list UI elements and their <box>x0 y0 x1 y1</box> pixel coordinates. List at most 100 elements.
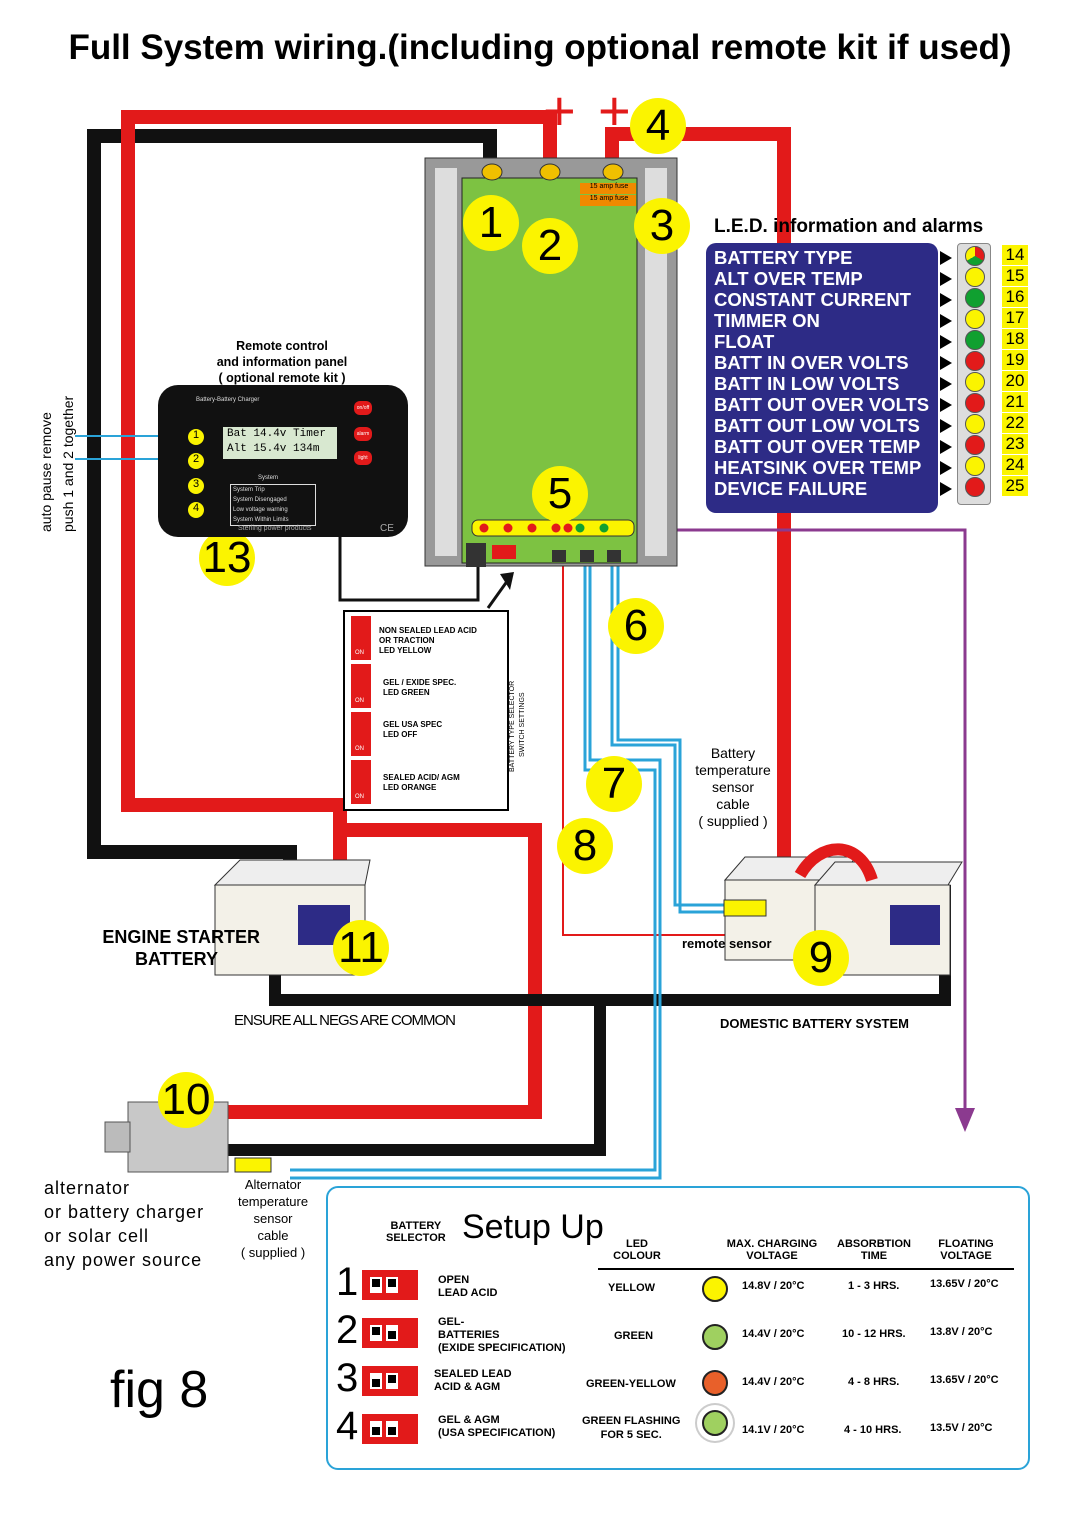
settings-vertical-label: SWITCH SETTINGS <box>519 692 526 757</box>
remote-button-1[interactable]: 1 <box>188 429 204 445</box>
remote-sensor-label: remote sensor <box>682 936 772 951</box>
alarm-button[interactable]: alarm <box>354 427 372 441</box>
alt-sensor-cable <box>290 560 657 1172</box>
remote-button-4[interactable]: 4 <box>188 502 204 518</box>
badge-1: 1 <box>463 195 519 251</box>
battery-sensor <box>723 899 767 917</box>
badge-7: 7 <box>586 756 642 812</box>
ensure-negs-label: ENSURE ALL NEGS ARE COMMON <box>234 1012 456 1029</box>
floating-voltage: 13.8V / 20°C <box>930 1326 993 1338</box>
badge-5: 5 <box>532 466 588 522</box>
light-button[interactable]: light <box>354 451 372 465</box>
system-label: System <box>258 475 279 481</box>
led-dot <box>965 351 985 371</box>
led-number: 20 <box>1002 371 1028 391</box>
on-label: ON <box>355 650 364 656</box>
absorbtion-time: 10 - 12 HRS. <box>842 1328 906 1340</box>
led-dot <box>965 309 985 329</box>
max-voltage: 14.1V / 20°C <box>742 1424 805 1436</box>
on-off-button[interactable]: on/off <box>354 401 372 415</box>
black-alternator-negative <box>225 1000 606 1156</box>
led-dot <box>965 393 985 413</box>
led-number: 17 <box>1002 308 1028 328</box>
remote-cable <box>630 528 967 1125</box>
figure-label: fig 8 <box>110 1361 209 1419</box>
absorbtion-time: 4 - 8 HRS. <box>848 1376 900 1388</box>
plus-sign-1: + <box>543 79 576 142</box>
led-number: 21 <box>1002 392 1028 412</box>
on-label: ON <box>355 746 364 752</box>
led-indicator <box>702 1370 728 1396</box>
led-info-heading: L.E.D. information and alarms <box>714 216 984 237</box>
led-dot <box>965 477 985 497</box>
led-dot <box>965 372 985 392</box>
led-label: BATT OUT OVER VOLTS <box>714 394 930 415</box>
led-number: 18 <box>1002 329 1028 349</box>
badge-13: 13 <box>199 530 255 586</box>
push-together-text: push 1 and 2 together <box>60 395 76 532</box>
setup-title: Setup Up <box>462 1208 604 1246</box>
badge-8: 8 <box>557 818 613 874</box>
floating-voltage: 13.65V / 20°C <box>930 1374 999 1386</box>
led-colour: YELLOW <box>608 1282 656 1294</box>
absorbtion-time: 4 - 10 HRS. <box>844 1424 902 1436</box>
battery-type: GEL & AGM(USA SPECIFICATION) <box>438 1414 556 1439</box>
led-dot <box>965 456 985 476</box>
red-alternator-wire <box>225 823 542 1119</box>
led-dot <box>965 288 985 308</box>
led-colour: GREEN <box>614 1330 654 1342</box>
remote-brand: Battery-Battery Charger <box>196 397 260 403</box>
led-indicator <box>702 1276 728 1302</box>
badge-3: 3 <box>634 198 690 254</box>
led-dot <box>965 246 985 266</box>
led-strip <box>957 243 991 505</box>
remote-button-2[interactable]: 2 <box>188 453 204 469</box>
diagram-title: Full System wiring.(including optional r… <box>68 28 1012 67</box>
row-number: 3 <box>336 1356 359 1400</box>
led-number: 19 <box>1002 350 1028 370</box>
led-label: FLOAT <box>714 331 775 352</box>
plus-sign-2: + <box>598 79 631 142</box>
switch-setting: GEL / EXIDE SPEC.LED GREEN <box>383 678 457 697</box>
led-number: 16 <box>1002 287 1028 307</box>
badge-11: 11 <box>333 920 389 976</box>
row-number: 1 <box>336 1260 359 1304</box>
floating-voltage: 13.5V / 20°C <box>930 1422 993 1434</box>
led-number: 22 <box>1002 413 1028 433</box>
max-voltage: 14.8V / 20°C <box>742 1280 805 1292</box>
badge-2: 2 <box>522 218 578 274</box>
badge-4: 4 <box>630 98 686 154</box>
led-label: BATT IN LOW VOLTS <box>714 373 900 394</box>
max-voltage: 14.4V / 20°C <box>742 1376 805 1388</box>
domestic-battery-label: DOMESTIC BATTERY SYSTEM <box>720 1016 909 1031</box>
led-dot <box>965 435 985 455</box>
alternator-sensor <box>234 1157 272 1173</box>
led-alarm-panel: BATTERY TYPE ALT OVER TEMP CONSTANT CURR… <box>706 243 952 513</box>
led-colour: GREEN-YELLOW <box>586 1378 676 1390</box>
on-label: ON <box>355 698 364 704</box>
led-label: DEVICE FAILURE <box>714 478 868 499</box>
led-number: 23 <box>1002 434 1028 454</box>
led-label: CONSTANT CURRENT <box>714 289 911 310</box>
absorbtion-time: 1 - 3 HRS. <box>848 1280 900 1292</box>
led-dot <box>965 414 985 434</box>
red-input-wire <box>121 110 557 880</box>
remote-button-3[interactable]: 3 <box>188 478 204 494</box>
led-label: HEATSINK OVER TEMP <box>714 457 922 478</box>
badge-6: 6 <box>608 598 664 654</box>
